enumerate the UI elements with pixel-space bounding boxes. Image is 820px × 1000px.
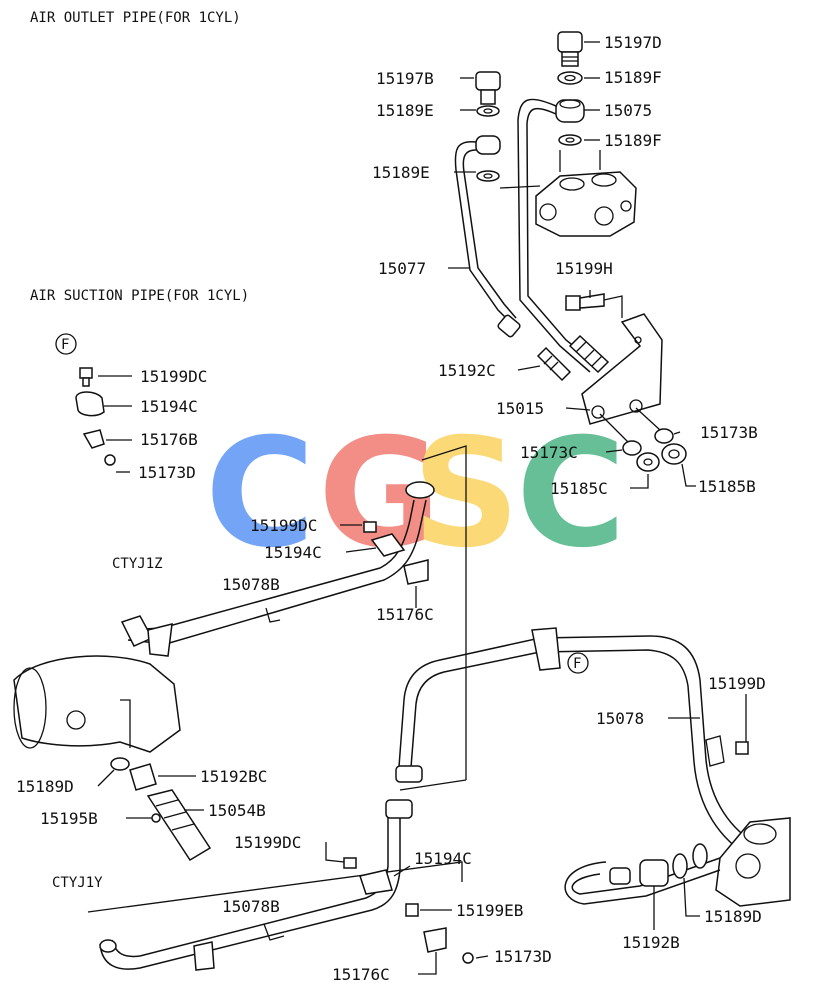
washer-15189e-mid <box>476 170 500 182</box>
label-15189f-mid: 15189F <box>604 131 662 150</box>
label-15199d: 15199D <box>708 674 766 693</box>
label-15199h: 15199H <box>555 259 613 278</box>
nut-15173d-list <box>104 454 116 466</box>
bolt-15199h <box>565 293 623 318</box>
bracket-15176c-low <box>423 927 447 953</box>
fitting-15192b <box>609 859 669 887</box>
pipe-15078b-mid <box>120 481 435 657</box>
label-15173d-low: 15173D <box>494 947 552 966</box>
washer-15189d-right <box>672 843 708 879</box>
fitting-15075-end <box>568 334 610 374</box>
label-15189d-left: 15189D <box>16 777 74 796</box>
pipe-15077 <box>454 141 517 323</box>
label-15173b: 15173B <box>700 423 758 442</box>
label-15194c-list: 15194C <box>140 397 198 416</box>
label-15199dc-list: 15199DC <box>140 367 207 386</box>
pipe-15078 <box>395 627 761 859</box>
title-air-outlet-pipe: AIR OUTLET PIPE(FOR 1CYL) <box>30 10 241 26</box>
label-15078: 15078 <box>596 709 644 728</box>
washer-15173b <box>654 428 674 444</box>
bolt-15199dc-mid <box>363 521 377 533</box>
nut-15173d-low <box>462 952 474 964</box>
part-labels: 15197D 15189F 15197B 15075 15189E 15189F… <box>16 33 766 984</box>
clip-15195b <box>151 813 161 823</box>
label-15195b: 15195B <box>40 809 98 828</box>
clamp-15194c-list <box>75 391 105 417</box>
nut-15185c <box>636 452 660 472</box>
bracket-15015 <box>581 313 663 425</box>
label-15199dc-low: 15199DC <box>234 833 301 852</box>
bolt-15197d <box>557 31 583 67</box>
code-ctyj1z: CTYJ1Z <box>112 556 163 572</box>
title-air-suction-pipe: AIR SUCTION PIPE(FOR 1CYL) <box>30 288 249 304</box>
label-15199eb: 15199EB <box>456 901 523 920</box>
code-ctyj1y: CTYJ1Y <box>52 875 103 891</box>
pipe-return <box>564 857 721 905</box>
svg-text:F: F <box>61 337 69 353</box>
washer-15189f-mid <box>558 134 582 146</box>
label-15176c-low: 15176C <box>332 965 390 984</box>
pipe-15078b-low <box>87 799 463 971</box>
label-15077: 15077 <box>378 259 426 278</box>
label-15189e-mid: 15189E <box>372 163 430 182</box>
label-15185b: 15185B <box>698 477 756 496</box>
label-15192b: 15192B <box>622 933 680 952</box>
label-15176b: 15176B <box>140 430 198 449</box>
compressor-head <box>715 817 791 907</box>
label-15075: 15075 <box>604 101 652 120</box>
bolt-15199dc-list <box>79 367 93 387</box>
clamp-15194c-low <box>359 869 393 895</box>
label-15189d-right: 15189D <box>704 907 762 926</box>
label-15192c: 15192C <box>438 361 496 380</box>
washer-15173c <box>622 440 642 456</box>
watermark-letter-1: C <box>205 407 315 581</box>
washer-15189d-left <box>110 757 130 771</box>
bolt-15199d <box>735 741 749 755</box>
label-15189f-top: 15189F <box>604 68 662 87</box>
marker-f-right: F <box>567 652 589 674</box>
hose-15054b <box>146 789 212 862</box>
valve-block <box>535 171 637 237</box>
label-15176c-mid: 15176C <box>376 605 434 624</box>
banjo-15077-end <box>475 135 501 155</box>
label-15197d: 15197D <box>604 33 662 52</box>
nut-15185b <box>661 443 687 465</box>
bracket-15176b <box>82 429 105 449</box>
fitting-15192c-a <box>497 314 521 338</box>
label-15185c: 15185C <box>550 479 608 498</box>
bolt-15197b <box>475 71 501 105</box>
leader-lines <box>97 41 747 975</box>
clamp-15194c-mid <box>370 533 406 557</box>
washer-15189f-top <box>557 71 583 85</box>
fitting-15192c-b <box>536 346 572 382</box>
label-15194c-low: 15194C <box>414 849 472 868</box>
label-15194c-mid: 15194C <box>264 543 322 562</box>
label-15054b: 15054B <box>208 801 266 820</box>
label-15192bc: 15192BC <box>200 767 267 786</box>
label-15173d-list: 15173D <box>138 463 196 482</box>
label-15199dc-mid: 15199DC <box>250 516 317 535</box>
washer-15189e-top <box>476 105 500 117</box>
label-15078b-low: 15078B <box>222 897 280 916</box>
marker-f-left: F <box>55 333 77 355</box>
air-intake-housing <box>13 655 181 753</box>
label-15173c: 15173C <box>520 443 578 462</box>
label-15197b: 15197B <box>376 69 434 88</box>
label-15189e-top: 15189E <box>376 101 434 120</box>
label-15078b-mid: 15078B <box>222 575 280 594</box>
pipe-15075 <box>517 98 597 373</box>
bolt-15199dc-low <box>343 857 357 869</box>
label-15015: 15015 <box>496 399 544 418</box>
fitting-15192bc <box>129 763 157 791</box>
bolt-15199eb <box>405 903 419 917</box>
watermark-letter-4: C <box>516 407 626 581</box>
bracket-15176c-mid <box>403 559 429 585</box>
svg-text:F: F <box>573 656 581 672</box>
banjo-15075 <box>555 99 585 123</box>
